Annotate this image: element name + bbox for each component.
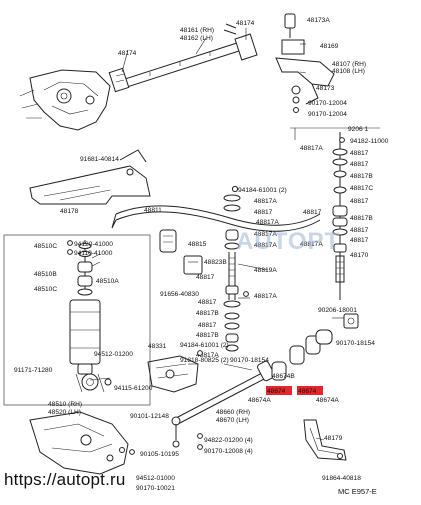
part-label: 48510 (RH) <box>48 401 82 408</box>
part-label: 48179 <box>324 435 343 442</box>
part-label: 90170-10021 <box>136 485 175 492</box>
part-label: 48520 (LH) <box>48 409 81 416</box>
part-label: 94512-01200 <box>94 351 133 358</box>
part-label: 90170-12008 (4) <box>204 448 253 455</box>
part-label: 48817 <box>350 227 369 234</box>
spring-hanger-drawing <box>29 149 151 205</box>
highlight-48674-2 <box>297 386 323 395</box>
shock-absorber-drawing <box>3 234 151 406</box>
part-label: 48817 <box>303 209 322 216</box>
part-label: 48817A <box>254 293 277 300</box>
part-label: 48817A <box>196 352 219 359</box>
part-label: 94115-61200 <box>114 385 153 392</box>
part-label: 48823B <box>204 259 227 266</box>
bracket-48179-drawing <box>303 419 347 461</box>
part-label: 48817 <box>350 237 369 244</box>
part-label: 48817 <box>350 150 369 157</box>
part-label: 48811 <box>144 207 162 214</box>
part-label: 48817A <box>254 242 277 249</box>
part-label: 48670 (LH) <box>216 417 249 424</box>
part-label: 48817 <box>196 274 215 281</box>
part-label: 48674A <box>248 397 271 404</box>
part-label: 48674B <box>272 373 295 380</box>
part-label: 94120-41000 <box>74 241 113 248</box>
part-label: 90170-12004 <box>308 100 347 107</box>
part-label: 91656-40830 <box>160 291 199 298</box>
part-label: 48817B <box>196 332 219 339</box>
part-label: 48817C <box>350 185 373 192</box>
part-label: 48817A <box>254 198 277 205</box>
part-label: 48107 (RH) <box>332 61 366 68</box>
part-label: 48817B <box>196 310 219 317</box>
leader-lines <box>89 28 344 441</box>
part-label: 9206 1 <box>348 126 369 133</box>
part-label: 94182-11000 <box>350 138 389 145</box>
part-label: 48173 <box>316 85 335 92</box>
part-label: 90170-18154 <box>230 357 269 364</box>
torsion-shaft-drawing <box>108 23 258 93</box>
part-labels: 48174 48161 (RH) 48162 (LH) 48174 48173A… <box>14 17 389 492</box>
part-label: 90101-12148 <box>130 413 169 420</box>
part-label: 48817B <box>350 215 373 222</box>
part-label: 48170 <box>350 252 369 259</box>
part-label: 48174 <box>118 50 137 57</box>
part-label: 48817A <box>300 241 323 248</box>
part-label: 48819A <box>254 267 277 274</box>
part-label: 48817 <box>198 322 217 329</box>
part-label: 48660 (RH) <box>216 409 250 416</box>
part-label: 48817A <box>256 219 279 226</box>
part-label: 48169 <box>320 43 339 50</box>
part-label: 91171-71280 <box>14 367 53 374</box>
part-label: 90170-12004 <box>308 111 347 118</box>
part-label: 90105-10195 <box>140 451 179 458</box>
part-label: 94512-01000 <box>136 475 175 482</box>
part-label: 48162 (LH) <box>180 35 213 42</box>
part-label: 48674 <box>298 388 317 395</box>
stabilizer-link-stack <box>223 194 241 352</box>
part-label: 48510C <box>34 286 57 293</box>
tie-rod-drawing <box>171 360 275 448</box>
part-label: 48817 <box>350 198 369 205</box>
part-label: 48817 <box>198 299 217 306</box>
part-label: 48331 <box>148 343 167 350</box>
part-label: 90206-18001 <box>318 307 357 314</box>
part-label: 91864-40818 <box>322 475 361 482</box>
part-label: 48815 <box>188 241 207 248</box>
part-label: 48817 <box>254 209 273 216</box>
part-label: 48510C <box>34 243 57 250</box>
part-label: 48178 <box>60 208 79 215</box>
part-label: 94822-01200 (4) <box>204 437 253 444</box>
drawing-code: MC E957-E <box>338 487 377 496</box>
part-label: 48817A <box>300 145 323 152</box>
part-label: 48174 <box>236 20 255 27</box>
part-label: 48510B <box>34 271 57 278</box>
part-label: 90170-18154 <box>336 340 375 347</box>
watermark-url: https://autopt.ru <box>4 470 126 489</box>
part-label: 94184-61001 (2) <box>180 342 229 349</box>
part-label: 48674 <box>267 388 286 395</box>
bushing-set-drawing <box>271 313 359 381</box>
mount-plate-drawing <box>147 355 199 393</box>
part-label: 48161 (RH) <box>180 27 214 34</box>
part-label: 48510A <box>96 278 119 285</box>
part-label: 48817 <box>350 161 369 168</box>
stabilizer-bar-drawing <box>111 205 321 275</box>
part-label: 91818-80825 (2) <box>180 357 229 364</box>
part-label: 94184-61001 (2) <box>238 187 287 194</box>
part-label: 48173A <box>307 17 330 24</box>
steering-arm-drawing <box>275 13 335 113</box>
leaf-bracket-drawing <box>29 411 129 475</box>
part-label: 48108 (LH) <box>332 68 365 75</box>
frame-bracket-drawing <box>19 69 111 131</box>
highlight-48674 <box>266 386 292 395</box>
part-label: 91681-40814 <box>80 156 119 163</box>
part-label: 48817A <box>254 231 277 238</box>
bracket-group-right <box>290 127 380 300</box>
part-label: 48817B <box>350 173 373 180</box>
part-label: 48674A <box>316 397 339 404</box>
callout-markers <box>67 137 345 455</box>
watermark-logo: AUTOPT <box>236 228 341 255</box>
part-label: 94110-41000 <box>74 250 113 257</box>
